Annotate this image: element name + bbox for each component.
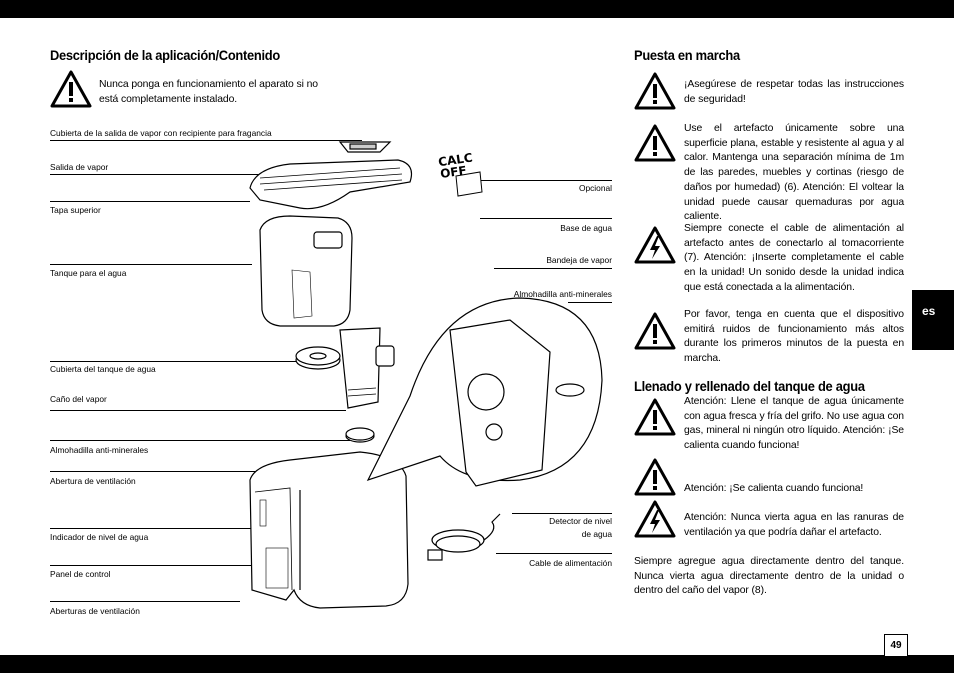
paragraph-power-cable: Siempre conecte el cable de alimentación… <box>684 223 904 293</box>
electric-warning-icon <box>634 500 676 538</box>
leader-line <box>568 302 612 303</box>
bottom-bar <box>0 655 954 673</box>
warning-icon <box>634 458 676 496</box>
warning-icon <box>50 70 92 108</box>
label-water-tank: Tanque para el agua <box>50 268 127 278</box>
label-anti-mineral-pad-right: Almohadilla anti-minerales <box>513 289 612 299</box>
warning-icon <box>634 312 676 350</box>
warning-icon <box>634 124 676 162</box>
leader-line <box>496 553 612 554</box>
leader-line <box>50 201 250 202</box>
label-water-level-indicator: Indicador de nivel de agua <box>50 532 149 542</box>
section-title-description: Descripción de la aplicación/Contenido <box>50 47 280 63</box>
svg-text:CALC: CALC <box>437 150 473 169</box>
top-cover <box>249 159 413 210</box>
leader-line <box>50 528 260 529</box>
label-steam-outlet: Salida de vapor <box>50 162 109 172</box>
control-panel <box>265 547 289 589</box>
paragraph-fill-water: Atención: Llene el tanque de agua únicam… <box>684 396 904 452</box>
warning-icon <box>634 398 676 436</box>
leader-line <box>50 601 240 602</box>
leader-line <box>480 180 612 181</box>
label-steam-tray: Bandeja de vapor <box>546 255 612 265</box>
label-level-detector-2: de agua <box>581 529 612 539</box>
leader-line <box>50 140 362 141</box>
leader-line <box>50 174 352 175</box>
leader-line <box>494 268 612 269</box>
steam-spout <box>339 327 381 409</box>
leader-line <box>50 565 260 566</box>
label-control-panel: Panel de control <box>50 569 111 579</box>
calc-off-icon: CALC OFF <box>437 150 483 197</box>
paragraph-hot: Atención: ¡Se calienta cuando funciona! <box>684 483 864 494</box>
warning-text-installation: Nunca ponga en funcionamiento el aparato… <box>99 79 318 105</box>
label-power-cable: Cable de alimentación <box>529 558 612 568</box>
label-vent-opening: Abertura de ventilación <box>50 476 136 486</box>
leader-line <box>50 471 336 472</box>
leader-line <box>480 218 612 219</box>
humidifier-exploded-illustration: CALC OFF <box>249 141 603 609</box>
electric-warning-icon <box>634 226 676 264</box>
warning-icon <box>634 72 676 110</box>
label-top-cover: Tapa superior <box>50 205 101 215</box>
paragraph-placement: Use el artefacto únicamente sobre una su… <box>684 123 904 223</box>
label-water-base: Base de agua <box>560 223 612 233</box>
section-title-filling: Llenado y rellenado del tanque de agua <box>634 378 865 394</box>
label-vent-openings: Aberturas de ventilación <box>50 606 140 616</box>
leader-line <box>50 264 252 265</box>
page-number: 49 <box>884 634 908 657</box>
top-bar <box>0 0 954 18</box>
label-level-detector-1: Detector de nivel <box>549 516 612 526</box>
label-steam-spout: Caño del vapor <box>50 394 107 404</box>
leader-line <box>512 513 612 514</box>
paragraph-noise: Por favor, tenga en cuenta que el dispos… <box>684 309 904 365</box>
label-steam-outlet-cover: Cubierta de la salida de vapor con recip… <box>50 128 272 138</box>
paragraph-add-water: Siempre agregue agua directamente dentro… <box>634 556 904 597</box>
leader-line <box>50 361 300 362</box>
paragraph-safety: ¡Asegúrese de respetar todas las instruc… <box>684 79 904 105</box>
leader-line <box>50 440 350 441</box>
leader-line <box>50 410 346 411</box>
language-tab: es <box>912 290 954 350</box>
section-title-startup: Puesta en marcha <box>634 47 740 63</box>
label-anti-mineral-pad: Almohadilla anti-minerales <box>50 445 149 455</box>
label-tank-cover: Cubierta del tanque de agua <box>50 364 156 374</box>
label-optional: Opcional <box>578 183 612 193</box>
paragraph-vents: Atención: Nunca vierta agua en las ranur… <box>684 512 904 538</box>
